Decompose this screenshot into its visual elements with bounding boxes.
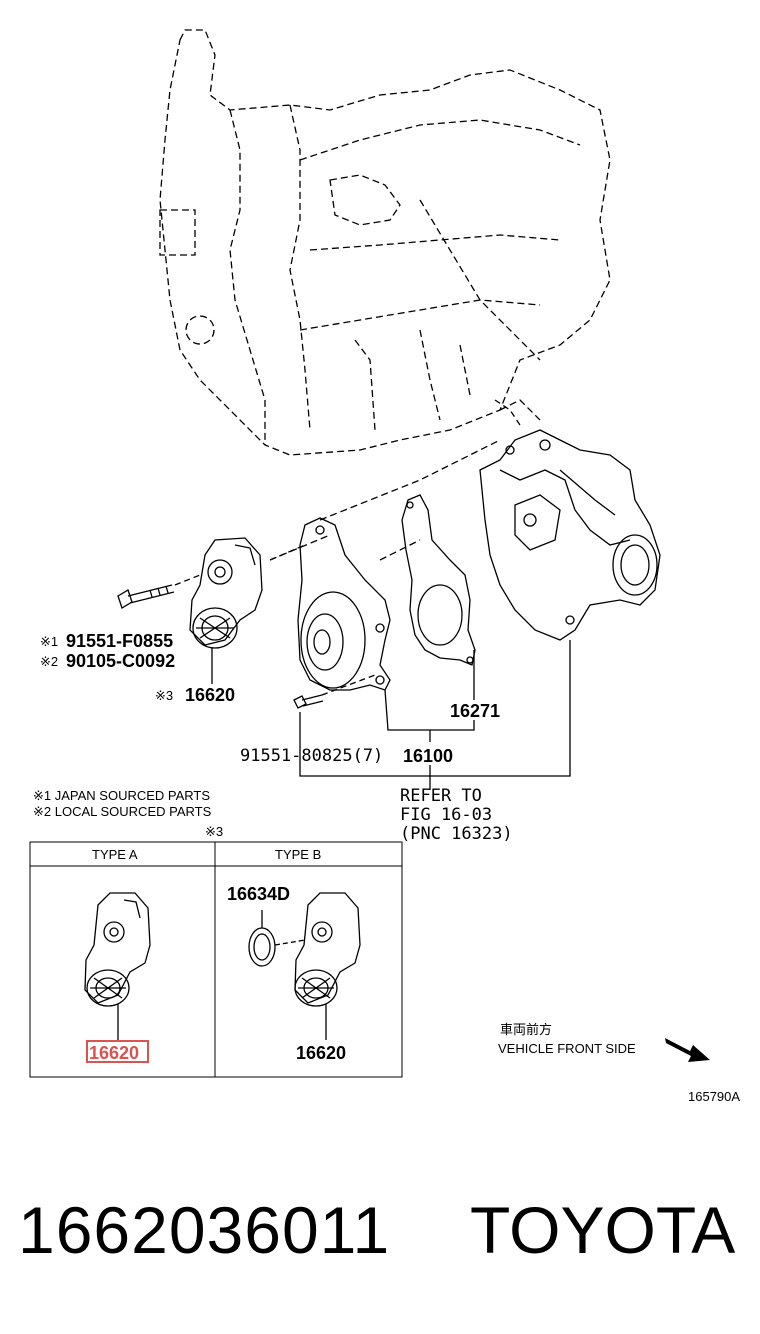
label-91551-f0855: 91551-F0855 <box>66 631 173 651</box>
vehicle-front-arrow <box>665 1038 710 1062</box>
note-type-mark: ※3 <box>205 824 223 839</box>
refer-line-3: (PNC 16323) <box>400 824 513 844</box>
gasket <box>401 494 476 666</box>
type-a-part-label: 16620 <box>89 1043 139 1063</box>
type-a-tensioner <box>84 892 151 1040</box>
mark-2: ※2 <box>40 654 58 669</box>
highlight-box <box>86 1040 149 1063</box>
type-b-part-label: 16620 <box>296 1043 346 1063</box>
seal-ring <box>248 910 306 967</box>
note-japan: ※1 JAPAN SOURCED PARTS <box>33 788 210 803</box>
direction-label-jp: 車両前方 <box>500 1022 552 1037</box>
direction-label-en: VEHICLE FRONT SIDE <box>498 1041 636 1056</box>
refer-line-2: FIG 16-03 <box>400 805 492 825</box>
type-b-tensioner <box>294 892 361 1040</box>
type-table <box>29 841 403 1078</box>
water-pump-bolt <box>293 674 376 709</box>
brand-name: TOYOTA <box>470 1193 736 1267</box>
type-b-header: TYPE B <box>275 847 321 862</box>
label-16100: 16100 <box>403 746 453 766</box>
mark-1: ※1 <box>40 634 58 649</box>
label-91551-80825: 91551-80825(7) <box>240 746 383 766</box>
note-local: ※2 LOCAL SOURCED PARTS <box>33 804 212 819</box>
type-b-seal-label: 16634D <box>227 884 290 904</box>
refer-line-1: REFER TO <box>400 786 482 806</box>
water-pump-housing <box>479 399 661 641</box>
label-16620: 16620 <box>185 685 235 705</box>
engine-block-outline <box>159 29 611 561</box>
part-number: 1662036011 <box>18 1193 391 1267</box>
tensioner-bolt <box>117 574 201 609</box>
type-a-header: TYPE A <box>92 847 138 862</box>
tensioner-assembly <box>189 537 263 649</box>
water-pump-pulley <box>269 517 391 691</box>
label-16271: 16271 <box>450 701 500 721</box>
mark-3: ※3 <box>155 688 173 703</box>
leader-lines <box>211 640 571 790</box>
label-90105-c0092: 90105-C0092 <box>66 651 175 671</box>
figure-code: 165790A <box>688 1089 740 1104</box>
